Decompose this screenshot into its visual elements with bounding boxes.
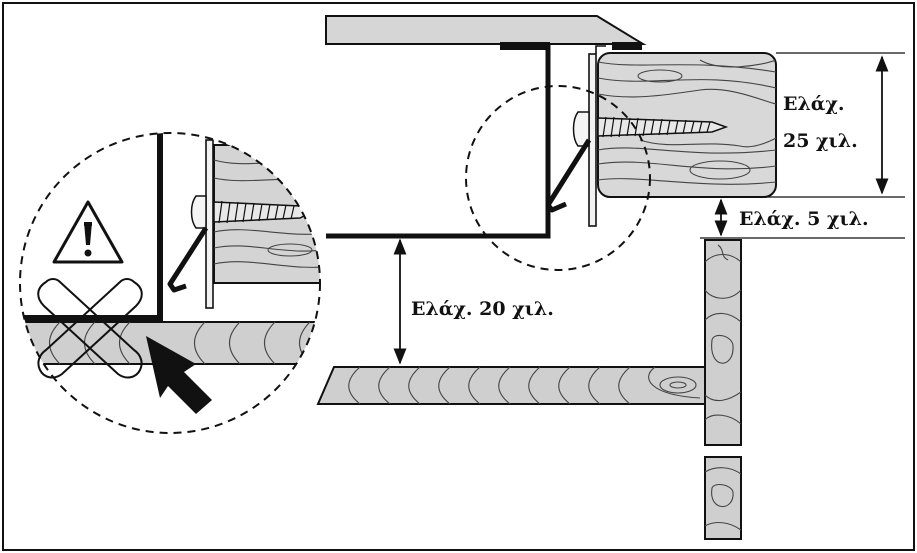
mounting-plate (588, 53, 597, 227)
cross-mark-icon (37, 278, 143, 379)
clip-arm (545, 138, 592, 213)
label-min-20: Ελάχ. 20 χιλ. (411, 298, 554, 320)
post-upper (704, 239, 742, 446)
warning-triangle-icon (52, 200, 124, 264)
shelf-board (316, 366, 706, 405)
label-min-25-line2: 25 χιλ. (783, 130, 858, 152)
post-lower (704, 456, 742, 540)
detail-circle-zoom (19, 132, 321, 434)
label-min-5: Ελάχ. 5 χιλ. (739, 208, 869, 230)
zoom-detail (19, 132, 321, 434)
worktop (325, 15, 647, 45)
appliance-housing (326, 43, 551, 239)
detail-circle-top (465, 85, 651, 271)
plate-hook (595, 45, 606, 54)
label-min-25-line1: Ελάχ. (783, 93, 845, 115)
arrow-pointer-icon (146, 336, 212, 414)
gasket-right (612, 42, 642, 50)
